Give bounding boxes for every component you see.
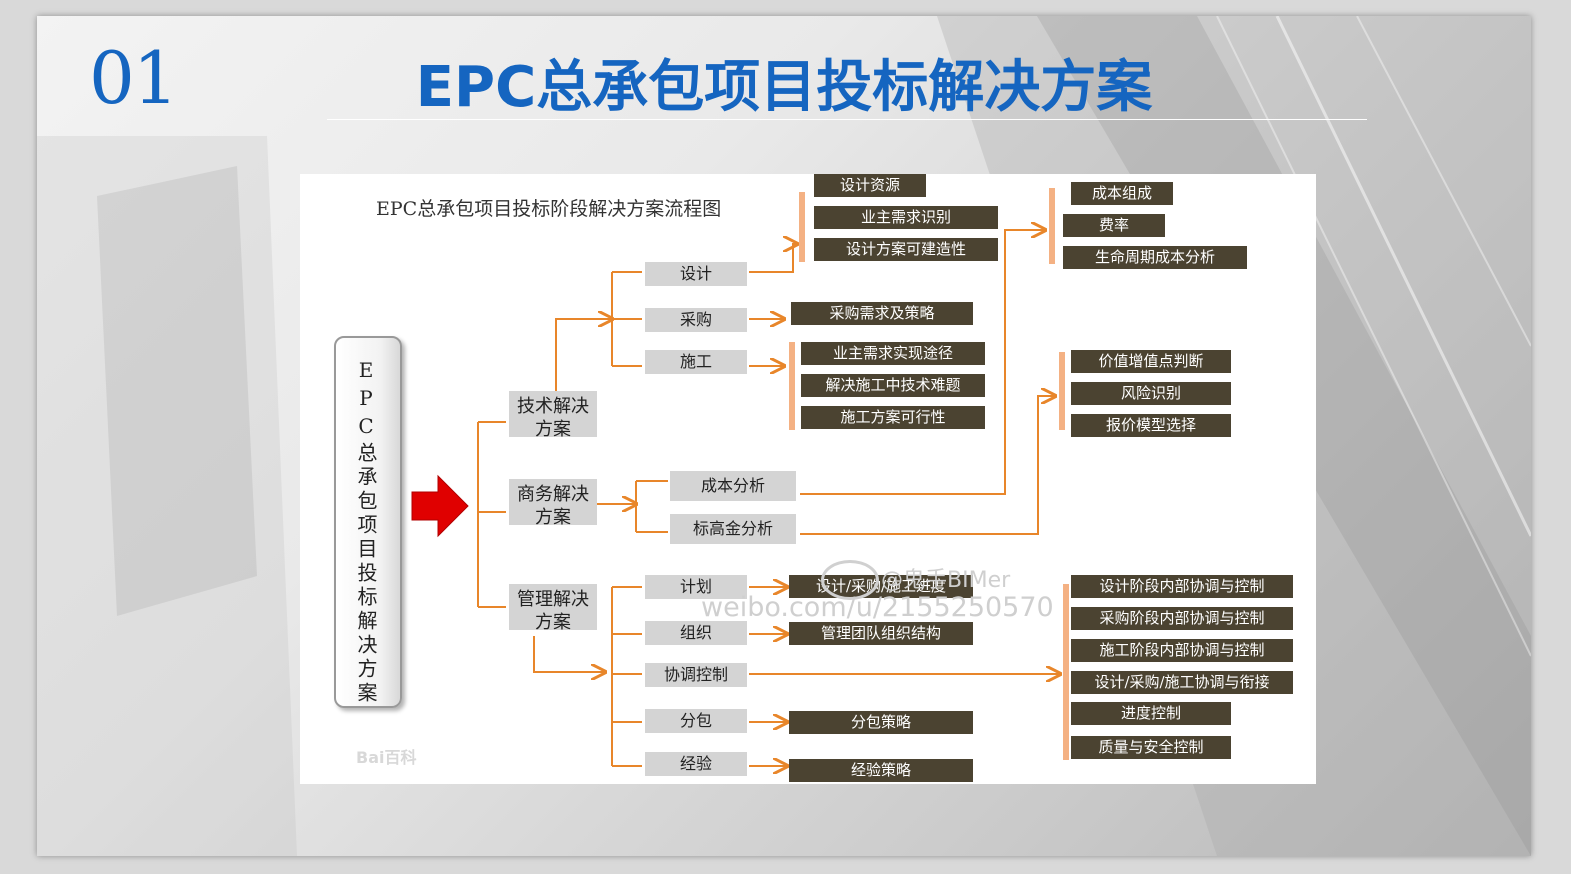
mgmt-item-coord: 协调控制 — [645, 663, 747, 687]
tech-item-procurement: 采购 — [645, 308, 747, 332]
slide-title: EPC总承包项目投标解决方案 — [415, 55, 1153, 120]
construction-detail: 施工方案可行性 — [801, 406, 985, 429]
construction-detail: 解决施工中技术难题 — [801, 374, 985, 397]
bracket-bar — [1049, 188, 1055, 264]
slide-number: 01 — [89, 36, 179, 120]
subcontract-detail: 分包策略 — [789, 711, 973, 734]
watermark-url: weibo.com/u/2155250570 — [701, 592, 1054, 623]
tech-item-construction: 施工 — [645, 350, 747, 374]
bracket-bar — [799, 192, 805, 262]
management-solution-box: 管理解决方案 — [509, 584, 597, 633]
coord-detail: 采购阶段内部协调与控制 — [1071, 607, 1293, 630]
red-arrow-icon — [411, 474, 469, 538]
cost-detail: 费率 — [1063, 214, 1165, 237]
tech-solution-box: 技术解决方案 — [509, 391, 597, 440]
flowchart-image: EPC总承包项目投标阶段解决方案流程图 EPC总承包项目投标解决方案 技术解决方… — [300, 174, 1316, 784]
root-box: EPC总承包项目投标解决方案 — [334, 336, 402, 708]
design-detail: 设计资源 — [814, 174, 926, 197]
design-detail: 业主需求识别 — [814, 206, 998, 229]
coord-detail: 质量与安全控制 — [1071, 736, 1231, 759]
baike-logo: Bai百科 — [356, 748, 417, 767]
mgmt-item-experience: 经验 — [645, 752, 747, 776]
business-solution-box: 商务解决方案 — [509, 479, 597, 528]
coord-detail: 设计/采购/施工协调与衔接 — [1071, 671, 1293, 694]
weibo-eye-icon — [821, 560, 879, 600]
title-underline — [327, 119, 1367, 120]
cost-detail: 成本组成 — [1071, 182, 1173, 205]
coord-detail: 进度控制 — [1071, 702, 1231, 725]
mgmt-item-plan: 计划 — [645, 575, 747, 599]
bracket-bar — [789, 342, 795, 430]
procurement-detail: 采购需求及策略 — [791, 302, 973, 325]
watermark-handle: @鬼手BIMer — [881, 568, 1011, 593]
markup-detail: 报价模型选择 — [1071, 414, 1231, 437]
bracket-bar — [1059, 352, 1065, 430]
experience-detail: 经验策略 — [789, 759, 973, 782]
construction-detail: 业主需求实现途径 — [801, 342, 985, 365]
mgmt-item-org: 组织 — [645, 621, 747, 645]
design-detail: 设计方案可建造性 — [814, 238, 998, 261]
connector-lines — [411, 174, 1316, 784]
markup-detail: 价值增值点判断 — [1071, 350, 1231, 373]
business-item-cost: 成本分析 — [670, 471, 796, 501]
diagram-title: EPC总承包项目投标阶段解决方案流程图 — [376, 198, 722, 220]
cost-detail: 生命周期成本分析 — [1063, 246, 1247, 269]
bracket-bar — [1063, 584, 1069, 760]
slide: 01 EPC总承包项目投标解决方案 — [37, 16, 1531, 856]
mgmt-item-subcontract: 分包 — [645, 709, 747, 733]
business-item-markup: 标高金分析 — [670, 514, 796, 544]
tech-item-design: 设计 — [645, 262, 747, 286]
markup-detail: 风险识别 — [1071, 382, 1231, 405]
coord-detail: 设计阶段内部协调与控制 — [1071, 575, 1293, 598]
org-detail: 管理团队组织结构 — [789, 622, 973, 645]
coord-detail: 施工阶段内部协调与控制 — [1071, 639, 1293, 662]
